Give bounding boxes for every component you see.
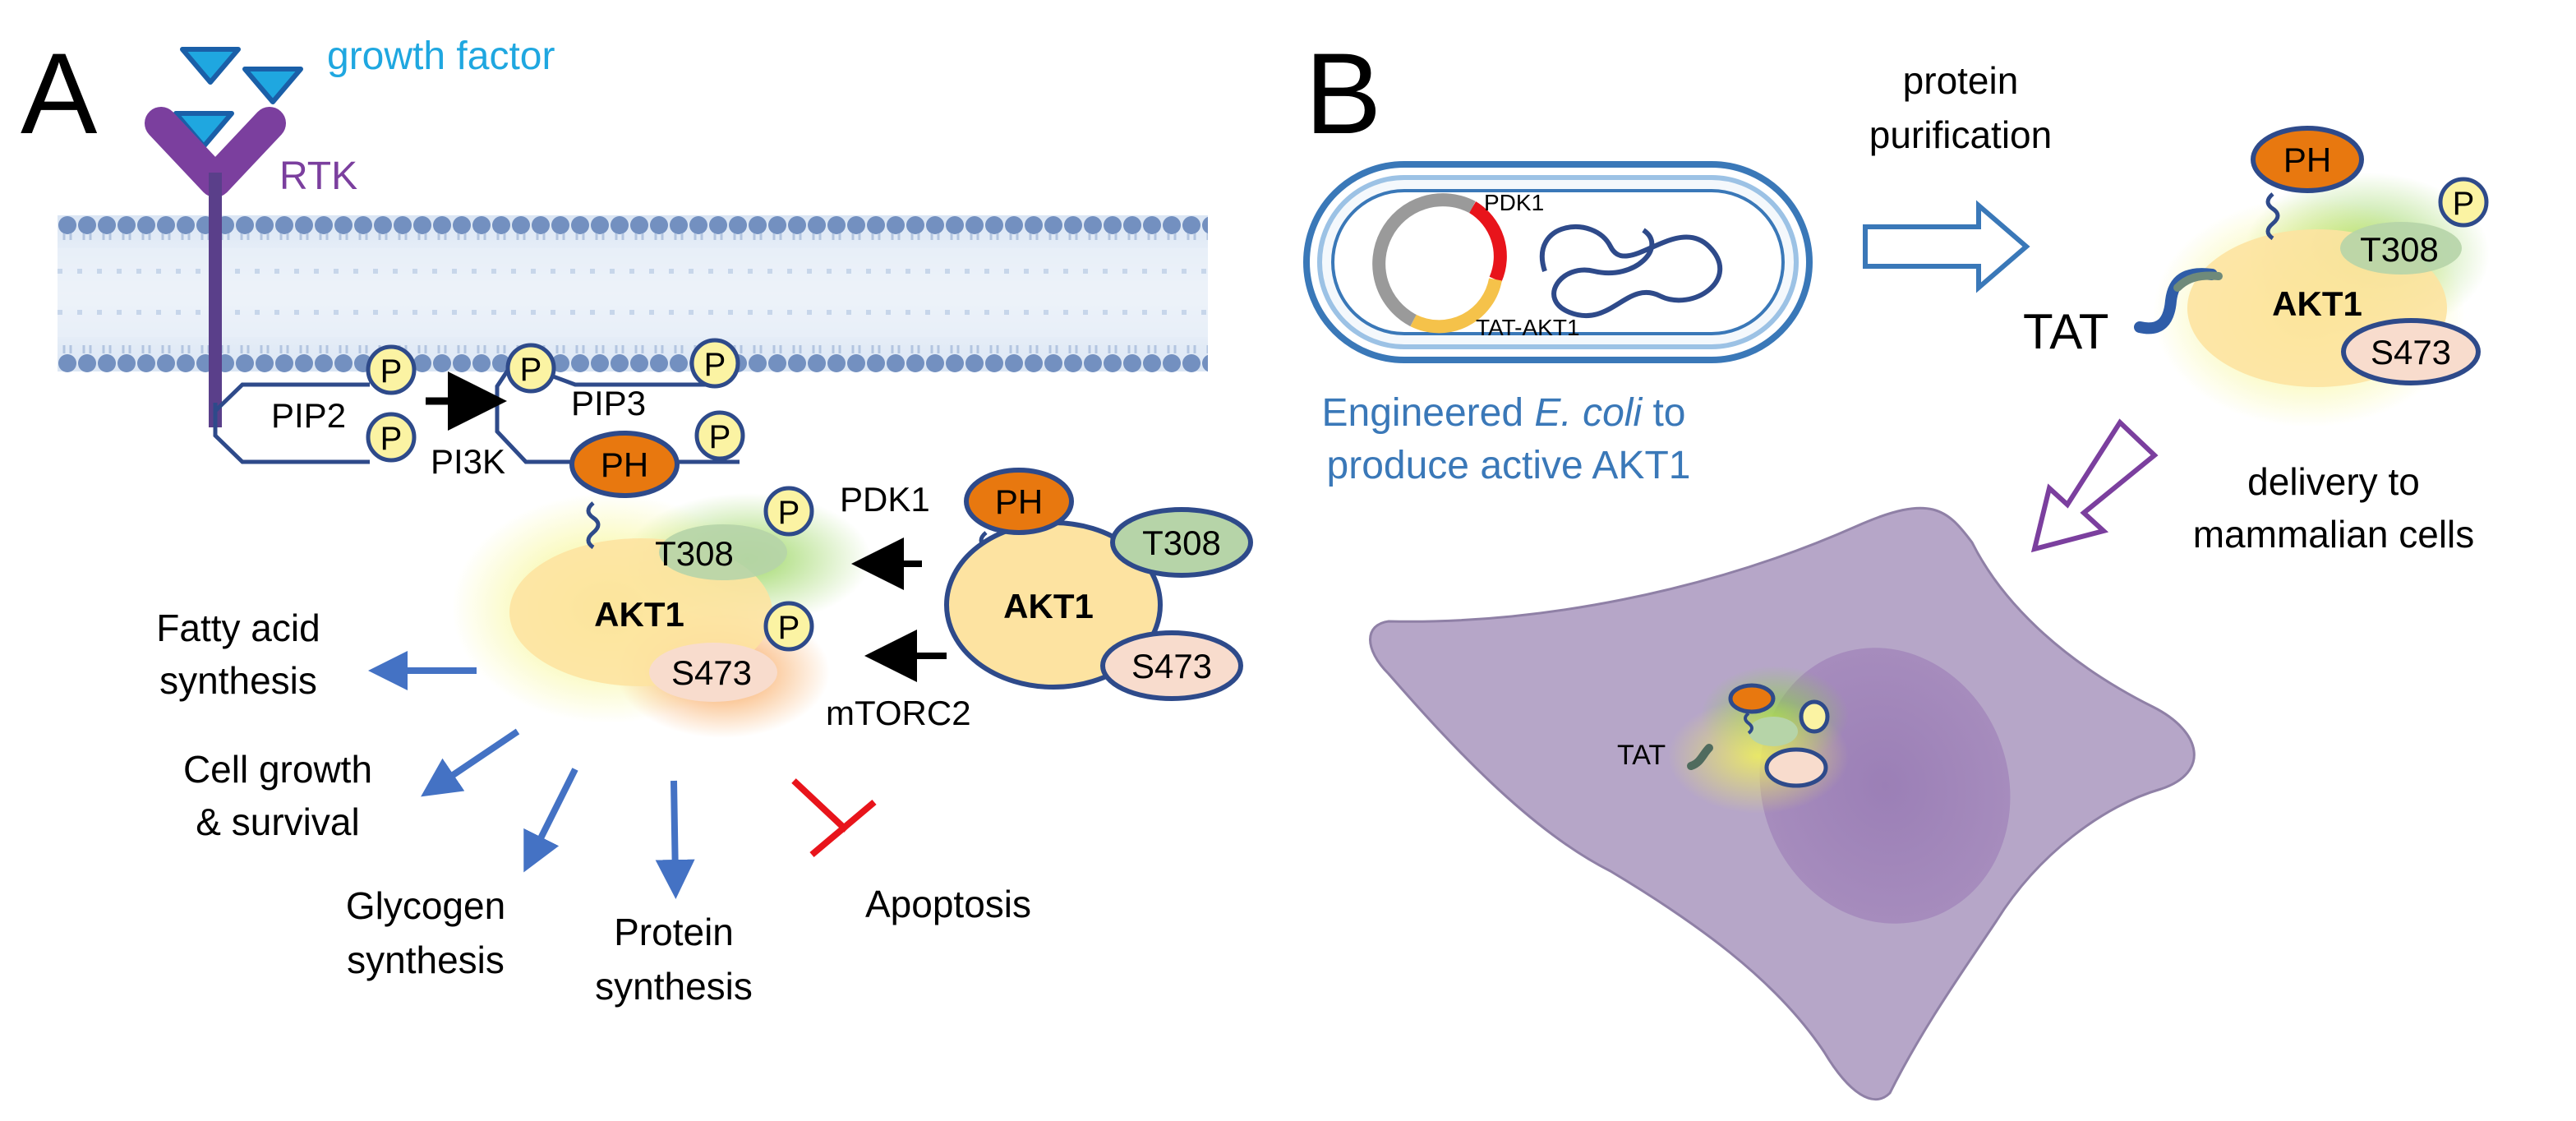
outcome-apoptosis: Apoptosis: [865, 883, 1031, 925]
pip2-lipid: [213, 382, 370, 464]
inactive-ph-domain: [964, 468, 1074, 535]
purified-t308-label: T308: [2360, 230, 2439, 269]
akt1-t308-domain: [659, 524, 787, 580]
pip2-phosphate-1: P: [366, 344, 417, 395]
outcome-cell-growth-2: & survival: [196, 800, 359, 843]
purified-phosphate: P: [2438, 177, 2489, 228]
pi3k-label: PI3K: [431, 442, 505, 481]
internalized-ph-domain: [1728, 683, 1776, 714]
akt1-s473-label: S473: [671, 653, 752, 692]
plasmid-tat-akt1-label: TAT-AKT1: [1476, 315, 1580, 340]
s473-phosphate: P: [763, 601, 814, 652]
ecoli-caption-line1: Engineered E. coli to: [1322, 391, 1686, 435]
akt1-t308-label: T308: [655, 534, 734, 573]
akt1-s473-domain: [649, 643, 777, 702]
svg-text:P: P: [380, 421, 403, 457]
ph-domain: [569, 431, 680, 498]
internalized-phosphate: [1799, 699, 1830, 734]
rtk-label: RTK: [279, 155, 357, 198]
purified-ph-linker: [2265, 192, 2280, 241]
outcome-fatty-acid-1: Fatty acid: [156, 607, 320, 649]
akt1-ph-label: PH: [601, 445, 648, 484]
pip3-label: PIP3: [571, 384, 646, 422]
downstream-arrows: [368, 651, 695, 899]
growth-factor-label: growth factor: [327, 35, 555, 78]
internalized-tat-label: TAT: [1617, 740, 1666, 771]
delivery-arrow: [2030, 418, 2159, 553]
apoptosis-inhibition: [791, 778, 877, 858]
purified-akt1-label: AKT1: [2272, 284, 2362, 323]
inactive-ph-label: PH: [995, 482, 1043, 521]
svg-text:P: P: [380, 353, 403, 390]
svg-text:P: P: [778, 495, 800, 531]
purified-ph-domain: [2251, 126, 2364, 193]
ph-linker: [586, 501, 601, 550]
purification-label-2: purification: [1869, 113, 2052, 156]
purified-s473-label: S473: [2371, 333, 2451, 371]
active-akt1: [452, 431, 871, 738]
svg-text:P: P: [520, 352, 542, 388]
panel-b-label: B: [1305, 29, 1381, 158]
pip2-phosphate-2: P: [366, 412, 417, 463]
delivery-label-2: mammalian cells: [2193, 513, 2475, 556]
tat-label: TAT: [2023, 304, 2108, 359]
outcome-glycogen-2: synthesis: [347, 939, 505, 981]
purified-t308-domain: [2340, 222, 2462, 274]
svg-text:P: P: [704, 347, 726, 383]
internalized-akt1: [1668, 666, 1849, 814]
inactive-akt1: [944, 468, 1253, 701]
panel-a-label: A: [21, 29, 98, 158]
pip3-phosphate-3: P: [694, 410, 745, 461]
svg-text:P: P: [778, 610, 800, 646]
pip3-phosphate-2: P: [689, 338, 740, 389]
pdk1-label: PDK1: [840, 480, 930, 519]
pip3-phosphate-1: P: [505, 343, 556, 394]
purified-tat-akt1: [2134, 126, 2490, 427]
inactive-t308-domain: [1110, 507, 1253, 578]
pip2-label: PIP2: [271, 396, 346, 435]
plasmid-pdk1-label: PDK1: [1484, 190, 1544, 215]
outcome-glycogen-1: Glycogen: [346, 884, 505, 927]
mtorc2-label: mTORC2: [826, 694, 971, 732]
outcome-protein-2: synthesis: [595, 965, 753, 1008]
growth-factor-icon: [173, 47, 303, 149]
internalized-s473-domain: [1764, 747, 1828, 788]
purification-label-1: protein: [1903, 59, 2019, 102]
chromosome-icon: [1540, 224, 1723, 319]
inactive-t308-label: T308: [1142, 524, 1221, 562]
akt1-label: AKT1: [594, 595, 684, 634]
purified-ph-label: PH: [2283, 141, 2331, 179]
purified-s473-domain: [2341, 318, 2481, 385]
inactive-s473-label: S473: [1131, 647, 1212, 685]
ecoli-caption-line2: produce active AKT1: [1327, 444, 1691, 487]
outcome-cell-growth-1: Cell growth: [183, 748, 372, 791]
svg-text:P: P: [2453, 186, 2475, 222]
outcome-fatty-acid-2: synthesis: [159, 659, 317, 702]
purification-arrow: [1863, 200, 2030, 293]
cell-membrane: [58, 215, 1208, 373]
rtk-receptor-icon: [145, 107, 286, 427]
delivery-label-1: delivery to: [2247, 460, 2420, 503]
plasmid-icon: [1372, 193, 1507, 334]
t308-phosphate: P: [763, 486, 814, 537]
inactive-s473-domain: [1100, 630, 1243, 701]
svg-text:P: P: [709, 419, 731, 455]
outcome-protein-1: Protein: [614, 911, 734, 953]
inactive-akt1-label: AKT1: [1003, 587, 1094, 625]
